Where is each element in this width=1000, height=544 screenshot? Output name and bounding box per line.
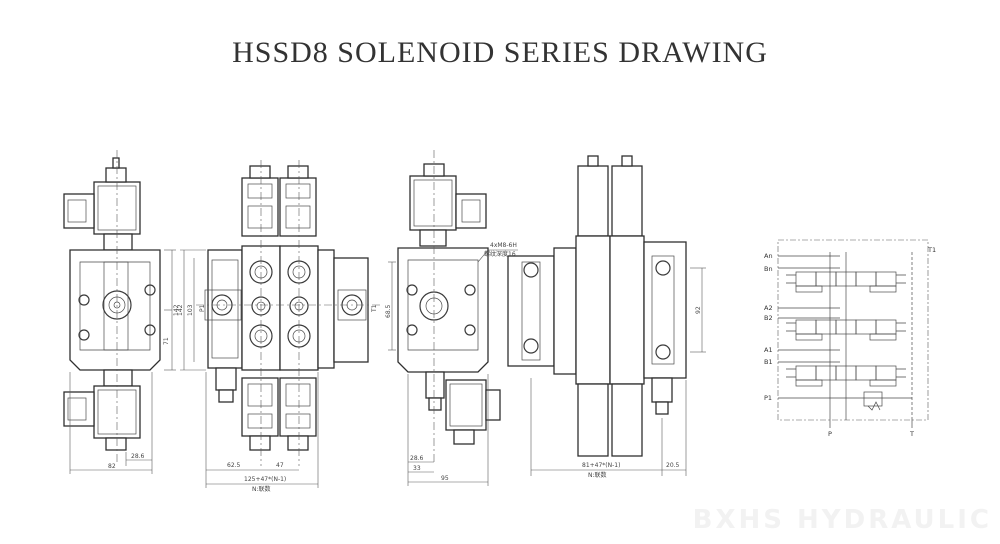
dim-side-left-offset: 28.6 xyxy=(131,453,145,460)
front-view xyxy=(180,160,380,488)
schematic-label-t1: T1 xyxy=(927,246,936,254)
schematic-label-t: T xyxy=(909,430,914,438)
schematic-label-bn: Bn xyxy=(764,265,773,273)
schematic-label-p: P xyxy=(828,430,832,438)
dim-side-right-height: 68.5 xyxy=(385,304,392,318)
watermark: BXHS HYDRAULIC xyxy=(692,505,992,535)
side-view-right xyxy=(388,150,518,486)
dim-top-overall: 81+47*(N-1) xyxy=(582,462,620,469)
dim-side-left-width: 82 xyxy=(108,463,116,470)
dim-side-right-a: 28.6 xyxy=(410,455,424,462)
dim-side-right-b: 33 xyxy=(413,465,421,472)
port-label-t1: T1 xyxy=(371,304,378,313)
note-thread-depth: 螺纹深度16 xyxy=(484,250,516,258)
note-thread-size: 4xM8-6H xyxy=(490,242,517,249)
hydraulic-schematic xyxy=(777,239,929,428)
page-title: HSSD8 SOLENOID SERIES DRAWING xyxy=(232,36,768,69)
schematic-label-p1: P1 xyxy=(764,394,772,402)
schematic-label-an: An xyxy=(764,252,773,260)
schematic-label-a2: A2 xyxy=(764,304,773,312)
dim-side-left-height-total: 142 xyxy=(173,304,180,316)
top-view xyxy=(507,155,706,476)
dim-front-pitch: 47 xyxy=(276,462,284,469)
schematic-label-b1: B1 xyxy=(764,358,773,366)
dim-front-height-a: 142 xyxy=(177,304,184,316)
port-label-p1: P1 xyxy=(199,304,206,312)
dim-top-overall-note: N:联数 xyxy=(588,471,607,479)
dim-front-overall: 125+47*(N-1) xyxy=(244,476,286,483)
dim-side-right-total: 95 xyxy=(441,475,449,482)
dim-front-height-b: 103 xyxy=(187,304,194,316)
schematic-label-a1: A1 xyxy=(764,346,773,354)
dim-front-left-offset: 62.5 xyxy=(227,462,241,469)
schematic-label-b2: B2 xyxy=(764,314,773,322)
dim-side-left-height-mid: 71 xyxy=(163,337,170,345)
dim-top-right-offset: 20.5 xyxy=(666,462,680,469)
dim-top-height: 92 xyxy=(695,306,702,314)
side-view-left xyxy=(63,150,176,474)
dim-front-overall-note: N:联数 xyxy=(252,485,271,493)
